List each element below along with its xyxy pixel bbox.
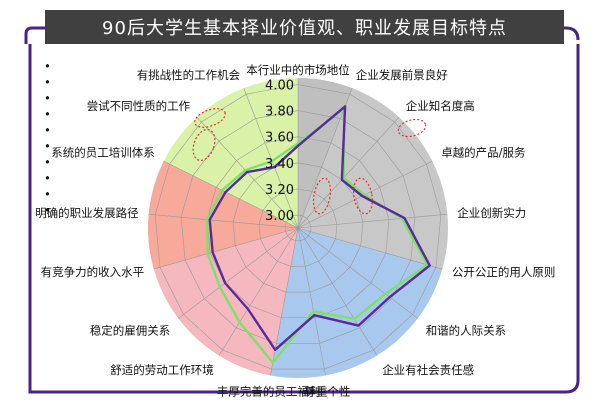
grid-spoke-10 — [218, 227, 299, 356]
grid-spoke-11 — [178, 227, 299, 319]
series-line-0 — [208, 105, 431, 351]
background-sectors — [148, 78, 448, 378]
sector-0 — [298, 78, 353, 228]
grid-spoke-12 — [153, 227, 299, 270]
tick-label-3: 3.60 — [265, 131, 294, 146]
tick-label-2: 3.40 — [265, 157, 294, 172]
tick-label-1: 3.20 — [265, 183, 294, 198]
annotation-ellipses — [192, 108, 427, 215]
category-label-5: 公开公正的用人原则 — [452, 265, 556, 279]
annotation-ellipse-1 — [194, 108, 226, 128]
grid-spoke-2 — [297, 116, 400, 229]
tick-label-5: 4.00 — [265, 79, 294, 94]
grid-spoke-16 — [243, 88, 299, 229]
grid-ring-4 — [180, 110, 416, 344]
radar-grid — [148, 78, 448, 376]
series-line-1 — [205, 107, 429, 364]
category-label-7: 企业有社会责任感 — [382, 363, 474, 377]
category-label-1: 企业发展前景良好 — [356, 68, 448, 82]
category-label-4: 企业创新实力 — [457, 206, 526, 220]
bullet-5: • — [44, 139, 51, 153]
grid-spoke-14 — [163, 160, 299, 229]
category-label-15: 尝试不同性质的工作 — [87, 99, 191, 113]
sector-4 — [148, 161, 298, 270]
grid-ring-0 — [284, 214, 312, 242]
radial-tick-labels: 3.00 3.20 3.40 3.60 3.80 4.00 — [265, 79, 294, 224]
sector-3 — [153, 228, 298, 376]
category-label-8: 尊重个性 — [304, 384, 350, 398]
category-label-3: 卓越的产品/服务 — [441, 146, 526, 160]
category-label-11: 稳定的雇佣关系 — [90, 323, 171, 337]
grid-spoke-7 — [297, 227, 378, 356]
sector-2 — [270, 228, 443, 378]
grid-spoke-4 — [297, 213, 448, 229]
bullet-0: • — [44, 59, 51, 73]
grid-ring-5 — [154, 84, 442, 370]
grid-spoke-5 — [297, 227, 443, 270]
series-lines — [205, 105, 431, 364]
category-label-12: 有竞争力的收入水平 — [41, 265, 145, 279]
category-label-14: 系统的员工培训体系 — [51, 146, 155, 160]
bullet-7: • — [44, 171, 51, 185]
annotation-ellipse-3 — [312, 177, 332, 215]
tick-label-4: 3.80 — [265, 105, 294, 120]
category-label-13: 明确的职业发展路径 — [35, 206, 139, 220]
bullet-3: • — [44, 107, 51, 121]
annotation-ellipse-2 — [192, 128, 216, 162]
grid-spoke-6 — [297, 227, 418, 319]
category-labels: 本行业中的市场地位企业发展前景良好企业知名度高卓越的产品/服务企业创新实力公开公… — [35, 63, 555, 398]
grid-spoke-8 — [297, 227, 326, 376]
category-label-9: 丰厚完善的员工福利 — [217, 384, 321, 398]
category-label-0: 本行业中的市场地位 — [246, 63, 350, 77]
category-label-16: 有挑战性的工作机会 — [137, 68, 241, 82]
bullet-4: • — [44, 123, 51, 137]
category-label-2: 企业知名度高 — [406, 99, 475, 113]
tick-label-0: 3.00 — [265, 209, 294, 224]
bullet-1: • — [44, 75, 51, 89]
grid-ring-1 — [258, 188, 338, 267]
bullet-list: • • • • • • • • • • — [44, 59, 51, 217]
annotation-ellipse-4 — [353, 177, 373, 215]
bullet-8: • — [44, 187, 51, 201]
category-label-10: 舒适的劳动工作环境 — [110, 363, 214, 377]
category-label-6: 和谐的人际关系 — [426, 323, 507, 337]
annotation-ellipse-0 — [397, 118, 427, 138]
page-title: 90后大学生基本择业价值观、职业发展目标特点 — [45, 10, 564, 44]
sector-5 — [163, 78, 298, 228]
bullet-9: • — [44, 203, 51, 217]
grid-ring-3 — [206, 136, 390, 319]
bullet-6: • — [44, 155, 51, 169]
grid-spoke-13 — [148, 213, 299, 229]
bullet-2: • — [44, 91, 51, 105]
